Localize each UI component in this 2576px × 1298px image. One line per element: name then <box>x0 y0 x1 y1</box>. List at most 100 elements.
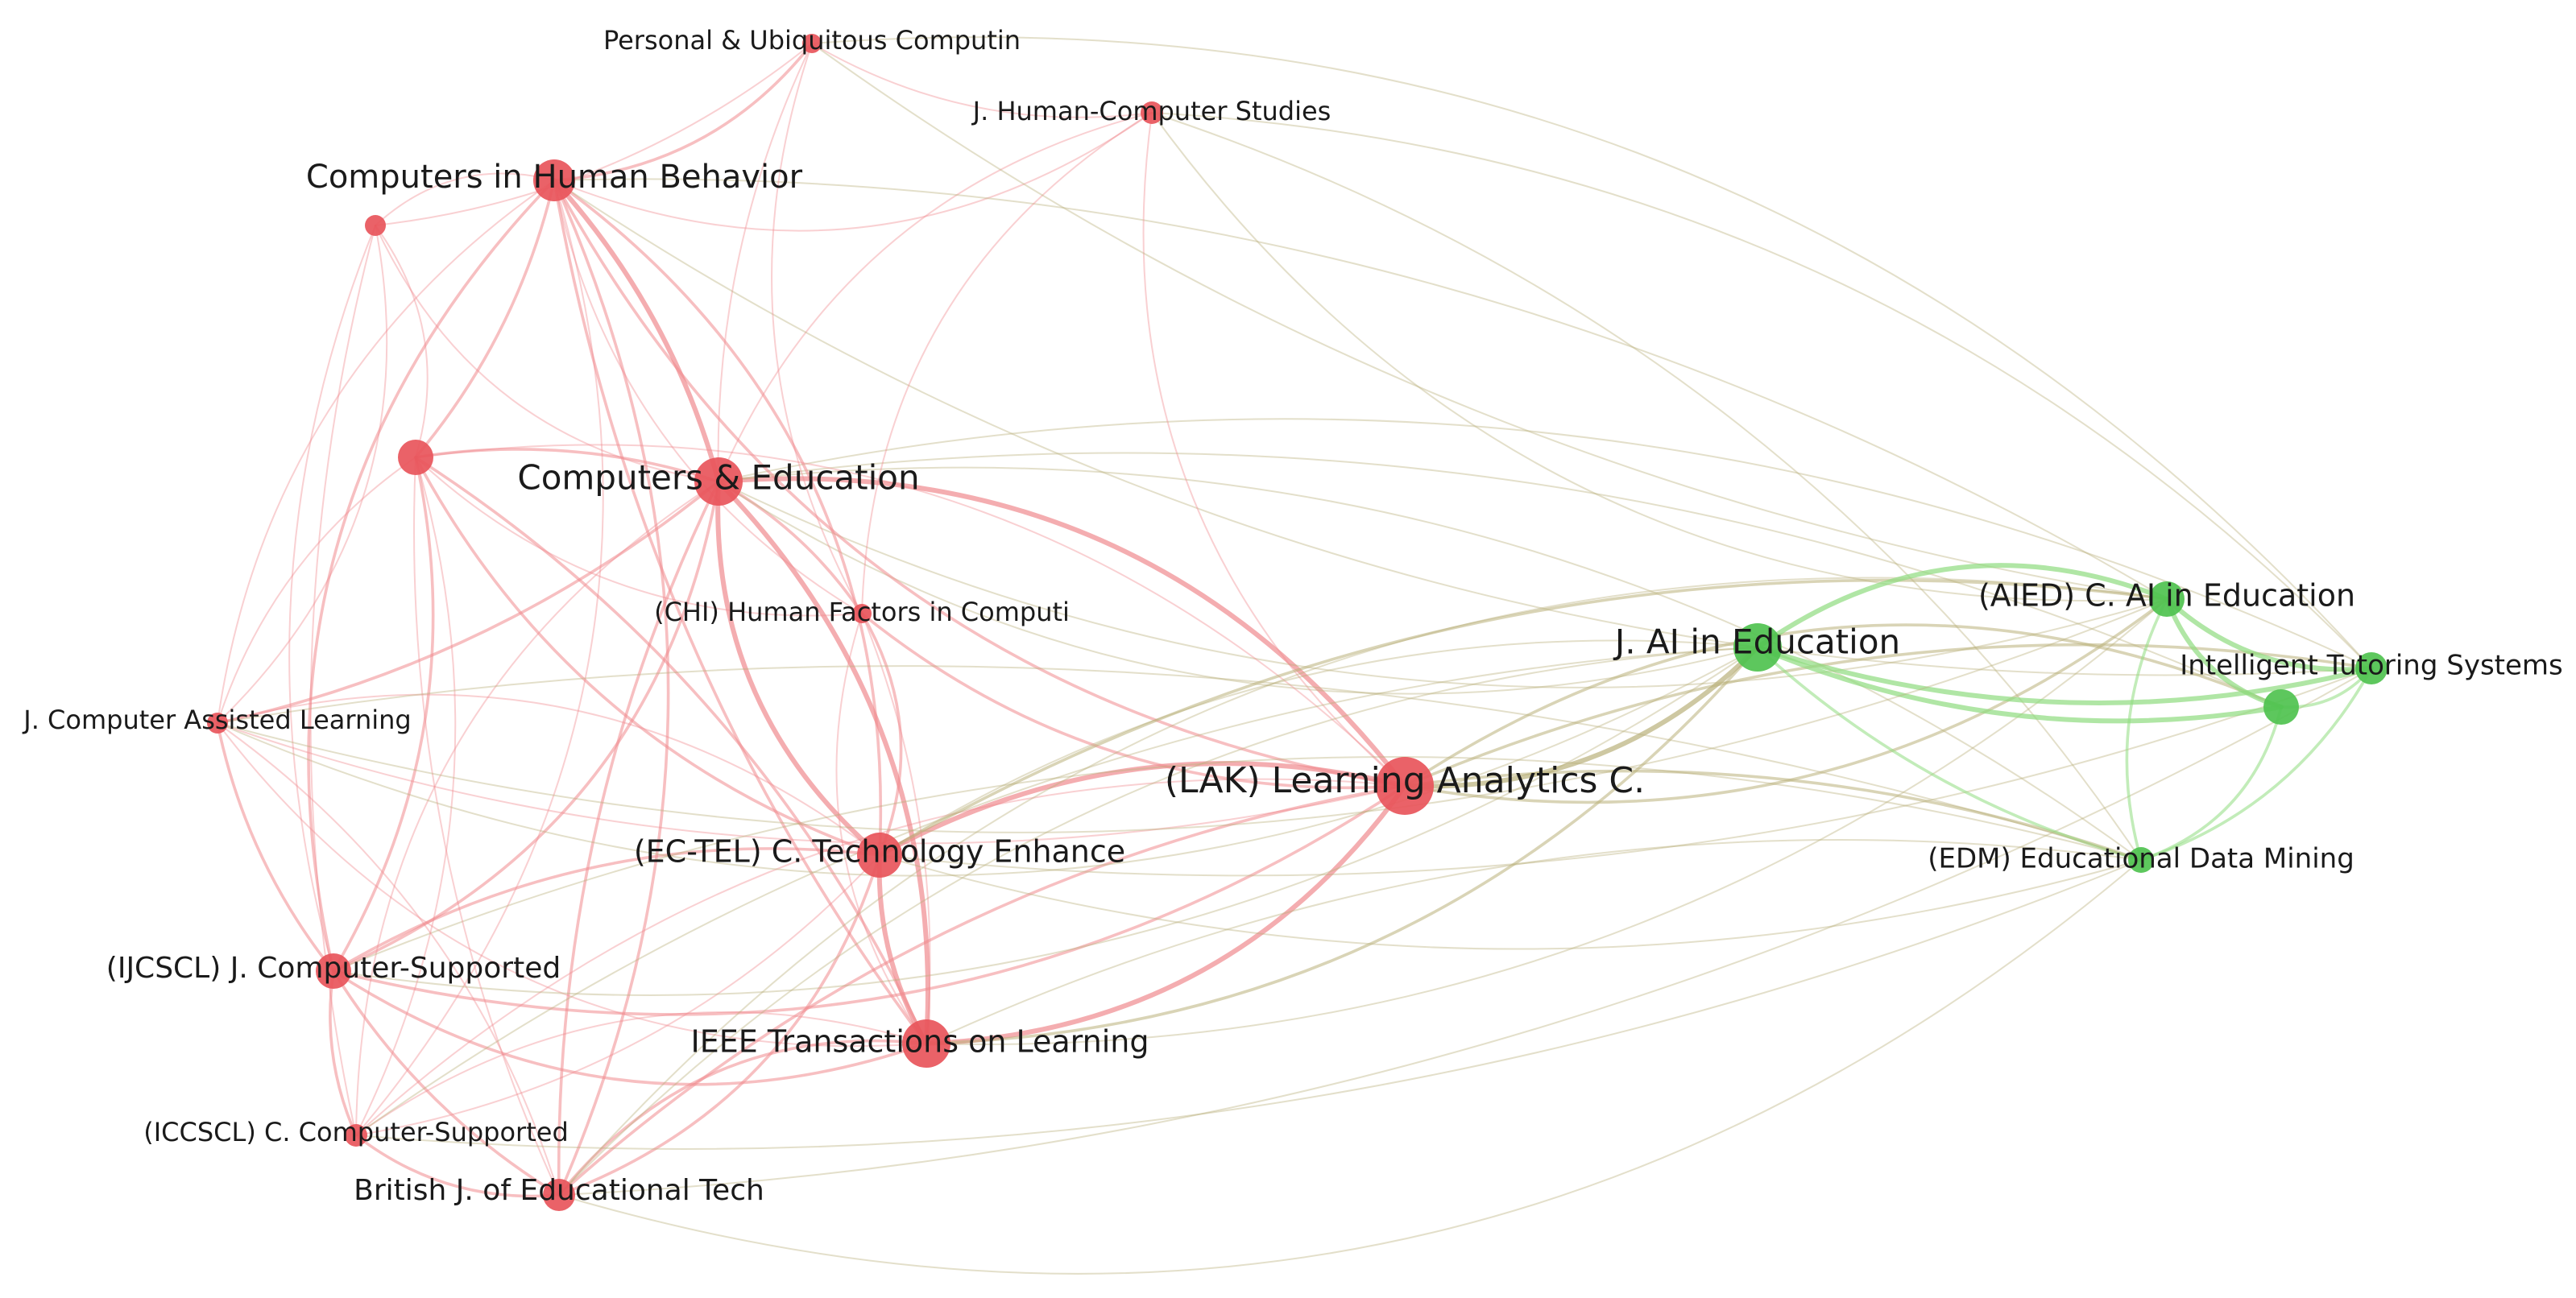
node-jhcs[interactable] <box>1141 101 1163 124</box>
edge-chb-u2 <box>414 179 556 459</box>
edge-chb-pers <box>553 42 814 182</box>
edge-ce-u3 <box>718 452 2282 708</box>
edge-chi-ieee <box>861 613 931 1044</box>
labels-layer: Personal & Ubiquitous Computin J. Human-C… <box>22 25 2562 1207</box>
node-iccscl[interactable] <box>345 1124 367 1147</box>
node-label-ijcscl: (IJCSCL) J. Computer-Supported <box>106 952 561 985</box>
edge-ieee-ijcscl <box>332 969 928 1086</box>
node-label-its: Intelligent Tutoring Systems <box>2180 650 2563 682</box>
edge-ce-jhcs <box>718 112 1153 482</box>
edge-u1-iccscl <box>309 225 376 1136</box>
edge-ijcscl-edm <box>333 756 2142 972</box>
edge-ectel-its <box>879 668 2372 877</box>
edge-chb-jcal <box>217 180 555 724</box>
edge-ieee-jaied <box>925 646 1759 1045</box>
node-label-lak: (LAK) Learning Analytics C. <box>1165 760 1645 801</box>
edge-lak-ectel <box>877 761 1407 858</box>
node-u1[interactable] <box>365 215 386 236</box>
edge-lak-aied <box>1403 597 2168 804</box>
edge-jhcs-aied <box>1151 112 2168 602</box>
edge-ce-bjet <box>557 480 720 1197</box>
edge-ce-jaied <box>718 481 1758 695</box>
edge-chb-jhcs <box>553 112 1153 232</box>
edge-bjet-edm <box>558 859 2142 1275</box>
edges-layer <box>216 36 2374 1275</box>
node-lak[interactable] <box>1376 757 1434 815</box>
edge-jcal-jaied <box>217 647 1758 877</box>
edge-jaied-edm <box>1756 646 2143 862</box>
node-label-chi: (CHI) Human Factors in Computi <box>654 597 1070 627</box>
edge-chb-chi <box>553 180 863 614</box>
node-ijcscl[interactable] <box>316 953 351 989</box>
edge-ijcscl-bjet <box>332 969 561 1197</box>
node-label-chb: Computers in Human Behavior <box>306 159 803 196</box>
edge-aied-edm <box>2125 597 2168 862</box>
edge-lak-bjet <box>557 784 1406 1197</box>
edge-u2-u1 <box>375 225 429 458</box>
edge-jcal-edm <box>217 665 2142 861</box>
edge-pers-u1 <box>375 43 813 226</box>
edge-jaied-its <box>1755 645 2374 705</box>
node-chb[interactable] <box>533 159 575 201</box>
edge-ectel-iccscl <box>355 854 880 1136</box>
edge-jhcs-its <box>1151 112 2372 669</box>
edge-bjet-iccscl <box>354 1134 561 1198</box>
edge-lak-ieee <box>924 783 1407 1046</box>
edge-u2-chi <box>415 457 863 617</box>
node-bjet[interactable] <box>543 1179 575 1211</box>
node-pers[interactable] <box>802 34 822 53</box>
edge-ectel-aied <box>878 578 2168 857</box>
edge-chb-bjet <box>553 179 670 1197</box>
edge-ectel-chi <box>860 612 903 857</box>
edge-ectel-bjet <box>557 854 881 1197</box>
edge-ectel-ijcscl <box>332 847 881 973</box>
edge-chi-pers <box>771 43 863 614</box>
edge-iccscl-edm <box>355 859 2142 1150</box>
node-u3[interactable] <box>2263 689 2299 725</box>
edge-ieee-edm <box>926 839 2142 1044</box>
node-ce[interactable] <box>694 457 743 506</box>
node-jaied[interactable] <box>1733 623 1782 672</box>
edge-chb-aied <box>553 178 2168 600</box>
edge-pers-aied <box>811 43 2168 600</box>
node-its[interactable] <box>2355 652 2388 684</box>
node-chi[interactable] <box>852 604 872 623</box>
edge-ectel-jaied <box>879 639 1758 856</box>
edge-ieee-iccscl <box>355 1011 927 1136</box>
edge-ce-ieee <box>716 479 930 1046</box>
edge-ijcscl-jcal <box>216 721 335 973</box>
edge-chb-ijcscl <box>307 179 556 973</box>
edge-bjet-jaied <box>558 647 1758 1196</box>
edge-chb-lak <box>553 179 1406 787</box>
node-u2[interactable] <box>398 440 433 475</box>
edge-ce-aied <box>718 481 2168 688</box>
node-aied[interactable] <box>2149 581 2185 617</box>
edge-ectel-jcal <box>217 693 880 856</box>
edge-bjet-jcal <box>217 722 560 1196</box>
edge-ieee-u2 <box>414 456 928 1045</box>
edge-lak-edm <box>1403 769 2143 862</box>
edge-chb-iccscl <box>355 180 604 1136</box>
node-label-aied: (AIED) C. AI in Education <box>1978 578 2355 614</box>
node-ieee[interactable] <box>902 1019 950 1068</box>
edge-ieee-chi <box>835 613 927 1044</box>
edge-lak-its <box>1403 643 2373 787</box>
edge-ieee-jcal <box>217 722 927 1048</box>
edge-jhcs-edm <box>1151 112 2142 861</box>
node-jcal[interactable] <box>207 713 228 734</box>
node-label-pers: Personal & Ubiquitous Computin <box>603 25 1021 56</box>
edge-u2-iccscl <box>355 457 457 1136</box>
node-label-jhcs: J. Human-Computer Studies <box>971 96 1331 126</box>
node-label-ieee: IEEE Transactions on Learning <box>691 1024 1149 1060</box>
edge-iccscl-jaied <box>355 647 1758 1136</box>
nodes-layer <box>207 34 2388 1211</box>
node-label-edm: (EDM) Educational Data Mining <box>1928 843 2354 875</box>
edge-u2-jcal <box>217 457 416 724</box>
node-ectel[interactable] <box>857 833 902 878</box>
edge-ce-chi <box>717 480 863 615</box>
edge-chb-ectel <box>553 179 883 857</box>
edge-ce-jcal <box>216 480 720 725</box>
node-edm[interactable] <box>2128 847 2154 873</box>
